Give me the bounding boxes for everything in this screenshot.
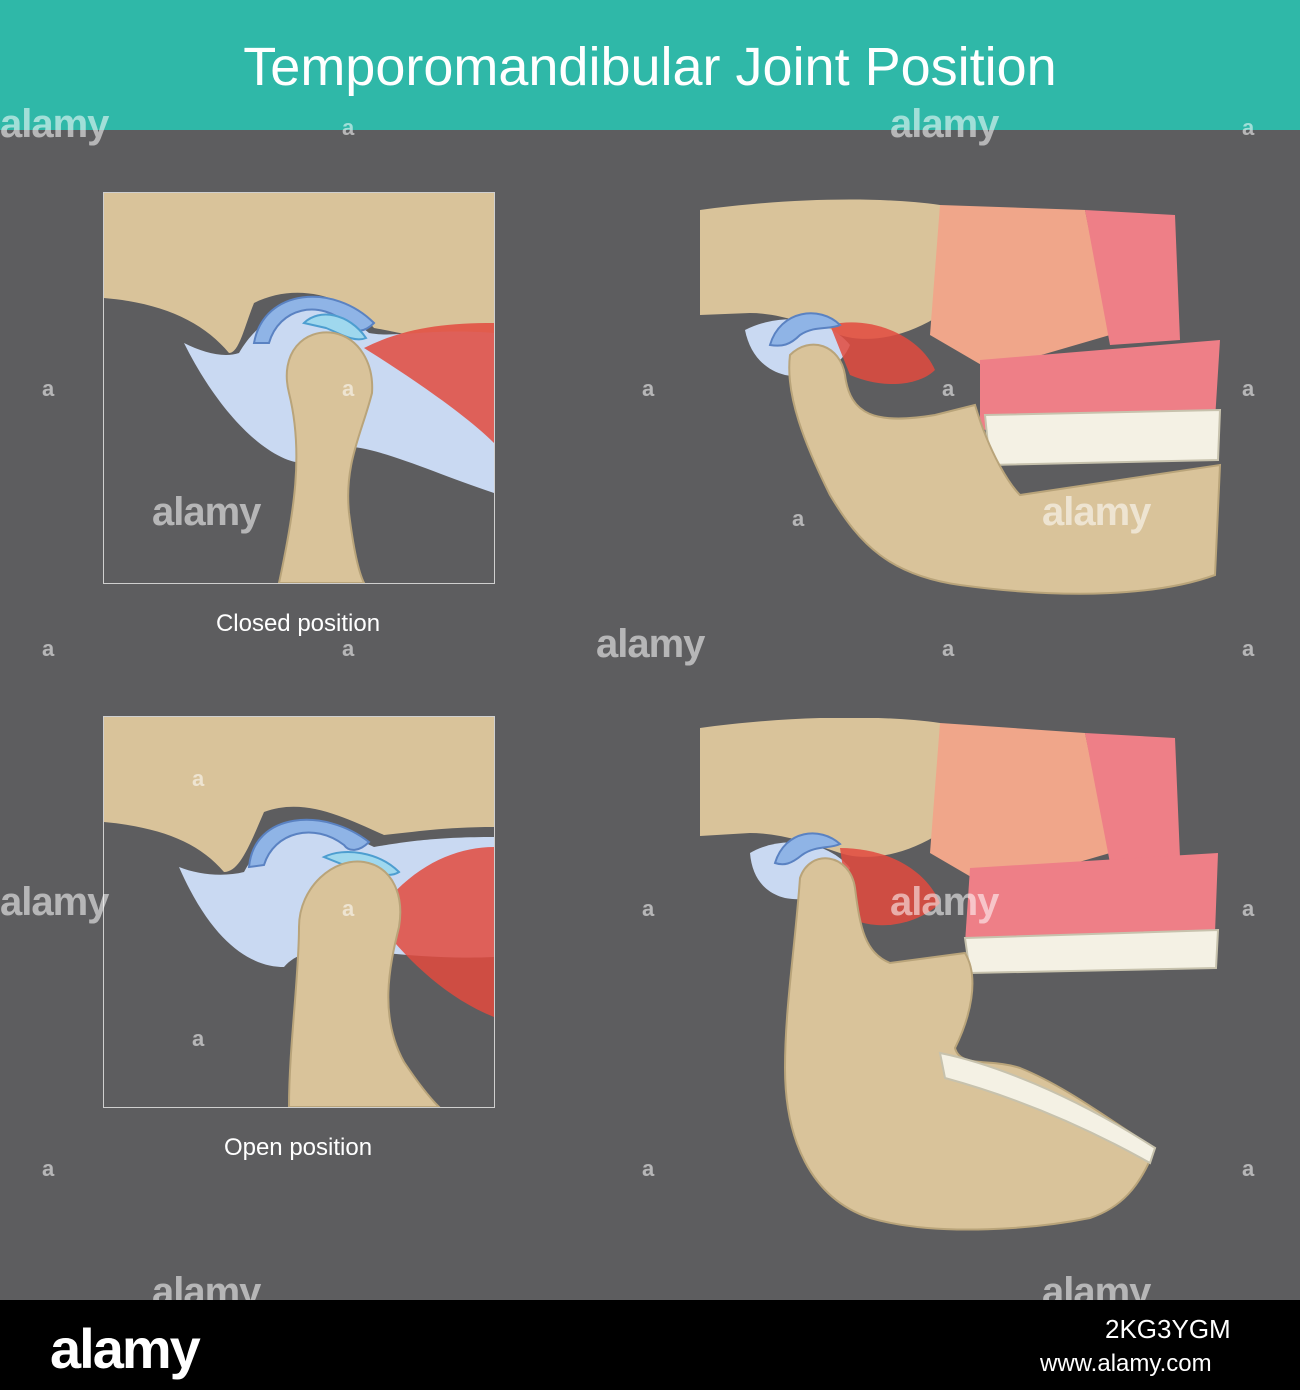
watermark-mark: a: [42, 636, 55, 661]
alamy-logo: alamy: [50, 1317, 201, 1380]
watermark: alamy: [0, 102, 109, 146]
closed-joint-illustration: [104, 193, 494, 583]
watermark-mark: a: [342, 376, 355, 401]
watermark-mark: a: [1242, 376, 1255, 401]
closed-jaw-skull-illustration: [700, 199, 1222, 595]
watermark-mark: a: [342, 115, 355, 140]
open-joint-illustration: [104, 717, 494, 1107]
watermark-mark: a: [192, 1026, 205, 1051]
watermark-mark: a: [192, 766, 205, 791]
watermark-mark: a: [642, 1156, 655, 1181]
watermark: alamy: [596, 622, 705, 666]
watermark-mark: a: [642, 896, 655, 921]
watermark-mark: a: [792, 506, 805, 531]
watermark: alamy: [890, 102, 999, 146]
closed-position-caption: Closed position: [215, 610, 381, 637]
open-joint-inset: [103, 716, 495, 1108]
watermark-mark: a: [1242, 896, 1255, 921]
watermark-mark: a: [642, 376, 655, 401]
watermark-mark: a: [342, 636, 355, 661]
footer-url: www.alamy.com: [1040, 1350, 1212, 1377]
watermark-mark: a: [942, 376, 955, 401]
watermark-mark: a: [1242, 1156, 1255, 1181]
title-banner: [0, 0, 1300, 130]
image-id: 2KG3YGM: [1105, 1314, 1231, 1344]
open-jaw-skull-illustration: [700, 718, 1220, 1231]
watermark-mark: a: [1242, 115, 1255, 140]
watermark-mark: a: [1242, 636, 1255, 661]
page-title: Temporomandibular Joint Position: [243, 37, 1057, 97]
watermark-mark: a: [42, 376, 55, 401]
open-position-caption: Open position: [223, 1134, 373, 1161]
watermark: alamy: [152, 490, 261, 534]
watermark: alamy: [1042, 490, 1151, 534]
watermark: alamy: [0, 880, 109, 924]
footer-bar: [0, 1300, 1300, 1390]
watermark-mark: a: [342, 896, 355, 921]
watermark-mark: a: [42, 1156, 55, 1181]
closed-joint-inset: [103, 192, 495, 584]
watermark-mark: a: [942, 636, 955, 661]
watermark: alamy: [890, 880, 999, 924]
